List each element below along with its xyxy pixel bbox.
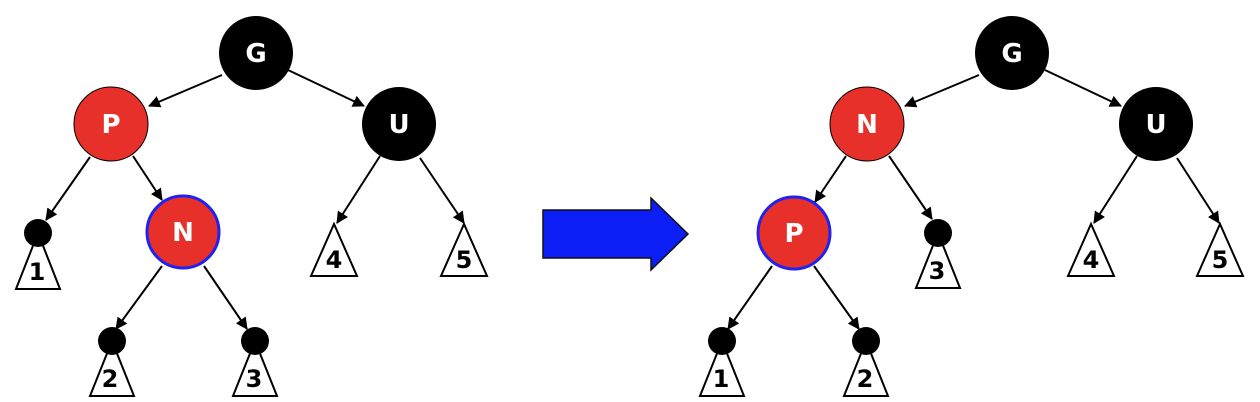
edge-u-sub4 (336, 155, 381, 224)
node-n-label: N (172, 218, 194, 248)
node-p-label: P (784, 219, 803, 249)
node-p-label: P (101, 110, 120, 140)
node-p: P (756, 195, 832, 271)
subtree-1: 1 (698, 327, 746, 397)
node-n: N (145, 194, 221, 270)
subtree-4-label: 4 (326, 246, 343, 274)
node-g: G (975, 16, 1049, 90)
tree-after: G N U P 3 4 5 1 (698, 16, 1245, 397)
node-p: P (73, 86, 149, 162)
edge-n-p (814, 155, 847, 203)
node-u-label: U (1145, 110, 1166, 140)
edge-u-sub5 (419, 157, 465, 224)
subtree-3: 3 (231, 327, 279, 397)
edge-u-sub4 (1093, 155, 1138, 224)
node-u: U (362, 87, 436, 161)
node-n-label: N (856, 110, 878, 140)
edge-g-p (148, 74, 223, 108)
edge-u-sub5 (1176, 157, 1220, 224)
edge-g-u (287, 69, 365, 107)
subtree-5: 5 (1195, 221, 1245, 277)
subtree-3: 3 (914, 219, 962, 289)
tree-before: G P U N 1 4 5 2 (14, 16, 489, 397)
subtree-2: 2 (842, 327, 890, 397)
subtree-5-label: 5 (1212, 246, 1229, 274)
node-g-label: G (1001, 39, 1022, 69)
subtree-1-label: 1 (29, 258, 46, 286)
edge-g-n (904, 74, 980, 108)
node-g-label: G (245, 39, 266, 69)
subtree-3-label: 3 (246, 365, 263, 393)
subtree-2-label: 2 (857, 365, 874, 393)
edge-p-leaf2 (813, 265, 860, 330)
subtree-4: 4 (309, 221, 359, 277)
node-n: N (829, 86, 905, 162)
subtree-1: 1 (14, 219, 62, 290)
edge-p-n (132, 155, 163, 201)
node-u: U (1119, 87, 1193, 161)
subtree-4-label: 4 (1083, 246, 1100, 274)
subtree-2: 2 (88, 327, 136, 397)
subtree-5: 5 (439, 221, 489, 277)
edge-p-leaf1 (727, 265, 773, 330)
subtree-1-label: 1 (713, 365, 730, 393)
subtree-4: 4 (1066, 221, 1116, 277)
transform-arrow (542, 196, 690, 272)
edge-g-u (1044, 69, 1122, 107)
node-g: G (219, 16, 293, 90)
subtree-3-label: 3 (929, 257, 946, 285)
subtree-2-label: 2 (102, 365, 119, 393)
edge-n-leaf3 (203, 265, 248, 330)
edge-n-sub3 (888, 155, 933, 220)
node-u-label: U (388, 110, 409, 140)
edge-p-leaf1 (45, 156, 91, 221)
subtree-5-label: 5 (456, 246, 473, 274)
edge-n-leaf2 (115, 265, 163, 330)
